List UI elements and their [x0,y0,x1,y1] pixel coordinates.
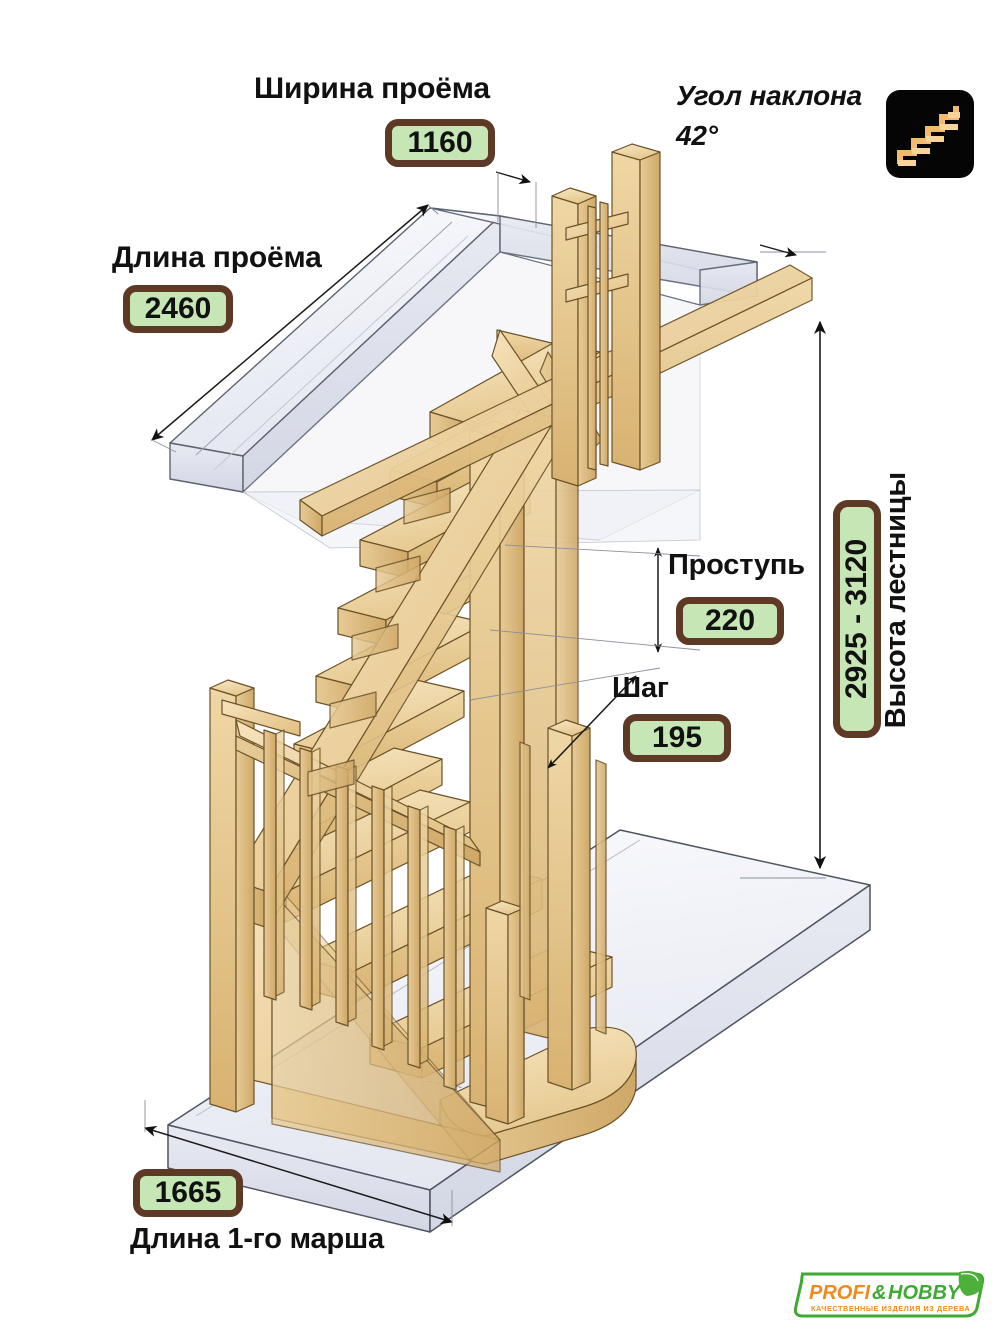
staircase-structure [209,143,813,1173]
label-step: Шаг [612,672,669,704]
label-opening-width: Ширина проёма [254,72,490,105]
logo-brand-first: PROFI [809,1282,871,1304]
label-angle-value: 42° [676,120,718,151]
dim-opening-length [151,204,439,453]
badge-tread: 220 [676,597,784,645]
label-angle-title: Угол наклона [676,80,863,111]
dim-first-flight [143,1100,454,1226]
badge-stair-height: 2925 - 3120 [833,500,881,738]
lower-railing [209,679,607,1125]
badge-opening-length: 2460 [123,285,233,333]
dimension-lines [143,171,826,1226]
logo-tagline: КАЧЕСТВЕННЫЕ ИЗДЕЛИЯ ИЗ ДЕРЕВА [811,1304,970,1313]
logo-profi-hobby: PROFI & HOBBY КАЧЕСТВЕННЫЕ ИЗДЕЛИЯ ИЗ ДЕ… [789,1266,989,1324]
dim-top-right-leader [759,244,798,258]
badge-step: 195 [623,714,731,762]
badge-first-flight-length: 1665 [133,1169,243,1217]
logo-brand-second: HOBBY [888,1282,962,1304]
dim-tread [489,544,701,653]
badge-opening-width: 1160 [385,119,495,167]
label-first-flight-length: Длина 1-го марша [130,1223,384,1255]
logo-brand-amp: & [872,1282,886,1304]
stairs-icon [886,90,974,178]
upper-newel-posts [551,143,661,487]
label-opening-length: Длина проёма [112,241,322,274]
label-tread: Проступь [668,549,805,581]
label-stair-height: Высота лестницы [880,472,912,729]
dim-step [469,667,661,769]
riser-supports [307,487,451,797]
dim-opening-width [495,171,537,228]
